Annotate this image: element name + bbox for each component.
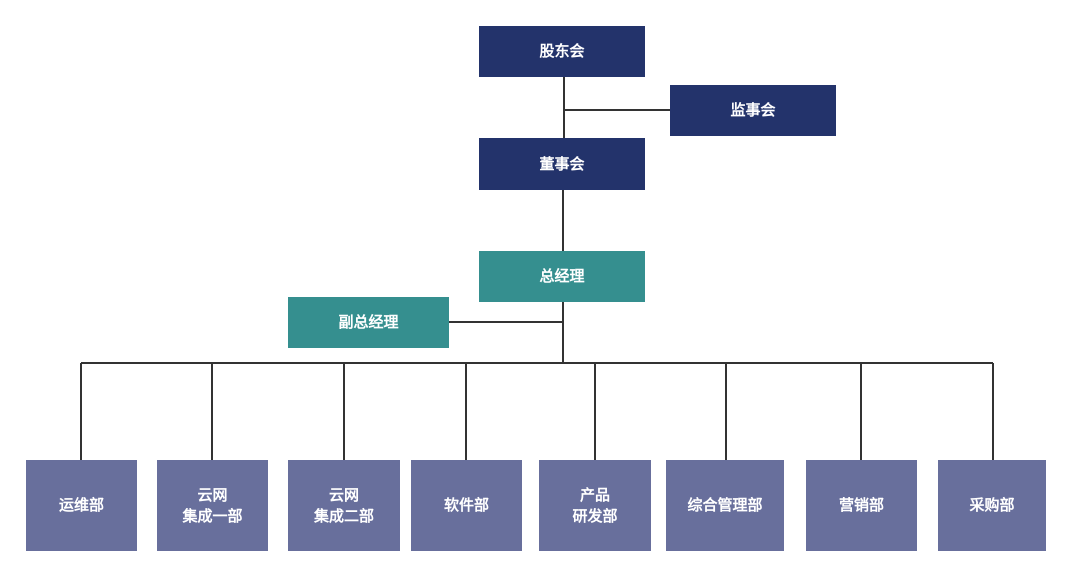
deputy-general-manager-label: 副总经理 <box>338 313 399 331</box>
department-label: 云网 集成一部 <box>182 485 243 525</box>
department-box: 综合管理部 <box>666 460 784 551</box>
department-label: 营销部 <box>838 496 884 514</box>
supervisors-box: 监事会 <box>670 85 836 136</box>
general-manager-box: 总经理 <box>479 251 645 302</box>
department-box: 云网 集成二部 <box>288 460 400 551</box>
department-box: 运维部 <box>26 460 137 551</box>
department-label: 云网 集成二部 <box>313 485 374 525</box>
general-manager-label: 总经理 <box>539 267 585 285</box>
department-box: 云网 集成一部 <box>157 460 268 551</box>
shareholders-label: 股东会 <box>539 42 585 60</box>
department-box: 软件部 <box>411 460 522 551</box>
department-label: 采购部 <box>969 496 1015 514</box>
department-box: 营销部 <box>806 460 917 551</box>
shareholders-box: 股东会 <box>479 26 645 77</box>
board-label: 董事会 <box>539 154 585 173</box>
board-box: 董事会 <box>479 138 645 190</box>
department-label: 运维部 <box>58 496 104 514</box>
department-box: 产品 研发部 <box>539 460 651 551</box>
department-label: 综合管理部 <box>687 496 763 514</box>
department-box: 采购部 <box>938 460 1046 551</box>
department-label: 软件部 <box>443 496 489 514</box>
supervisors-label: 监事会 <box>730 101 776 119</box>
department-label: 产品 研发部 <box>572 485 618 525</box>
deputy-general-manager-box: 副总经理 <box>288 297 449 348</box>
